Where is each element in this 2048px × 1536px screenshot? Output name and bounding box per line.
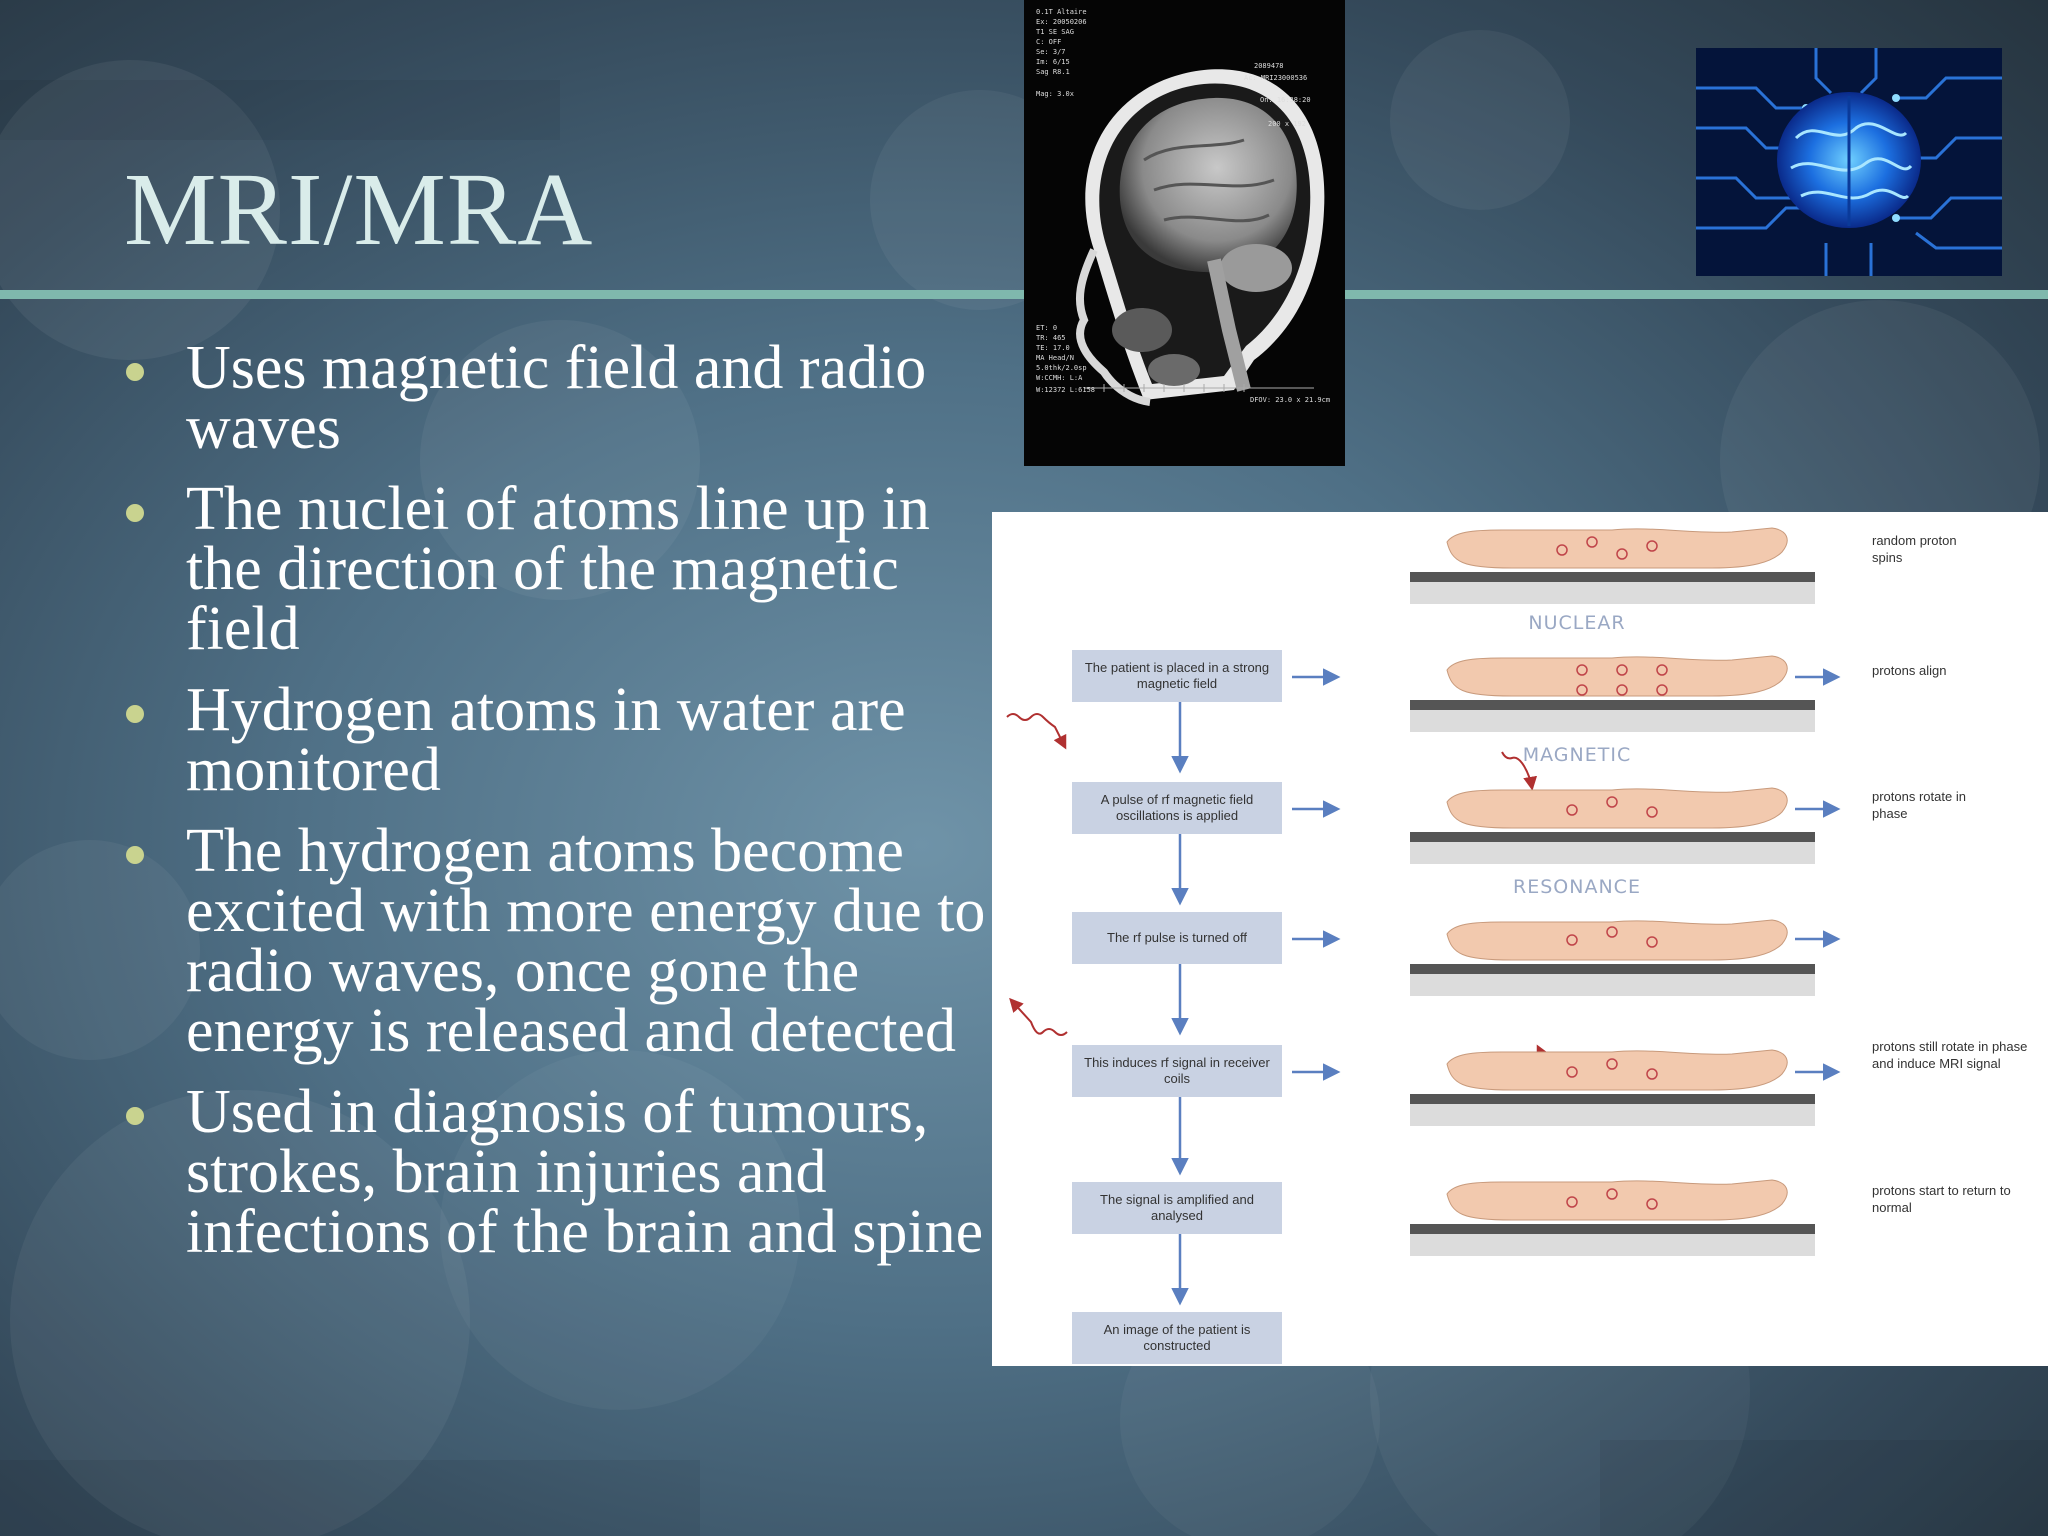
bullet-item: Uses magnetic field and radio waves [126,337,1006,459]
svg-text:Ex: 20050206: Ex: 20050206 [1036,18,1087,26]
bullet-item: Hydrogen atoms in water are monitored [126,679,1006,801]
svg-text:ET: 0: ET: 0 [1036,324,1057,332]
bullet-dot-icon [126,1107,144,1125]
bullet-text: Used in diagnosis of tumours, strokes, b… [186,1078,984,1266]
step-box: The signal is amplified and analysed [1072,1182,1282,1234]
step-box: This induces rf signal in receiver coils [1072,1045,1282,1097]
proton-symbols [1556,536,1668,1210]
slide-title: MRI/MRA [124,152,594,267]
bullet-item: Used in diagnosis of tumours, strokes, b… [126,1081,1006,1263]
phase-label: MAGNETIC [1522,744,1632,766]
diagram-note: protons still rotate in phase and induce… [1872,1039,2028,1071]
diagram-note: protons rotate in phase [1872,789,1966,821]
step-box: The patient is placed in a strong magnet… [1072,650,1282,702]
bullet-text: Hydrogen atoms in water are monitored [186,676,906,804]
svg-text:2089478: 2089478 [1254,62,1284,70]
svg-text:TE: 17.0: TE: 17.0 [1036,344,1070,352]
svg-text:W:CCMH: L:A: W:CCMH: L:A [1036,374,1083,382]
bullet-dot-icon [126,846,144,864]
diagram-note: protons align [1872,663,1947,678]
bullet-text: The hydrogen atoms become excited with m… [186,817,986,1065]
mri-scan-image: 0.1T Altaire Ex: 20050206 T1 SE SAG C: O… [1024,0,1345,466]
rf-wave-arrows [1006,713,1583,1090]
svg-text:On: 16:38:20: On: 16:38:20 [1260,96,1311,104]
bullet-dot-icon [126,705,144,723]
diagram-graphics [1006,527,1841,1306]
svg-text:5.0thk/2.0sp: 5.0thk/2.0sp [1036,364,1087,372]
patient-table-rows [1410,527,1815,1256]
bullet-dot-icon [126,363,144,381]
svg-text:200 x 192: 200 x 192 [1268,120,1306,128]
svg-text:Im: 6/15: Im: 6/15 [1036,58,1070,66]
mri-footer-text: ET: 0 TR: 465 TE: 17.0 MA Head/N 5.0thk/… [1036,324,1330,404]
mri-header-text: 0.1T Altaire Ex: 20050206 T1 SE SAG C: O… [1036,8,1087,98]
svg-text:TR: 465: TR: 465 [1036,334,1066,342]
svg-text:W:12372 L:6158: W:12372 L:6158 [1036,386,1095,394]
svg-text:DFOV: 23.0 x 21.9cm: DFOV: 23.0 x 21.9cm [1250,396,1330,404]
svg-text:0.1T Altaire: 0.1T Altaire [1036,8,1087,16]
bullet-list: Uses magnetic field and radio waves The … [126,337,1006,1283]
phase-label: RESONANCE [1513,876,1641,898]
bullet-dot-icon [126,504,144,522]
mri-right-text: 2089478 Ac: MRI23000536 On: 16:38:20 200… [1244,62,1311,128]
diagram-note: protons start to return to normal [1872,1183,2011,1215]
bullet-item: The hydrogen atoms become excited with m… [126,820,1006,1062]
svg-text:Sag R8.1: Sag R8.1 [1036,68,1070,76]
svg-text:Se: 3/7: Se: 3/7 [1036,48,1066,56]
bullet-item: The nuclei of atoms line up in the direc… [126,478,1006,660]
svg-text:Mag: 3.0x: Mag: 3.0x [1036,90,1074,98]
svg-text:Ac: MRI23000536: Ac: MRI23000536 [1244,74,1307,82]
svg-text:C: OFF: C: OFF [1036,38,1061,46]
bullet-text: The nuclei of atoms line up in the direc… [186,475,930,663]
step-box: A pulse of rf magnetic field oscillation… [1072,782,1282,834]
svg-text:T1 SE SAG: T1 SE SAG [1036,28,1074,36]
svg-text:MA Head/N: MA Head/N [1036,354,1074,362]
bullet-text: Uses magnetic field and radio waves [186,334,927,462]
side-arrows [1292,668,1841,1081]
step-box: An image of the patient is constructed [1072,1312,1282,1364]
mri-process-diagram: The patient is placed in a strong magnet… [992,512,2048,1366]
step-box: The rf pulse is turned off [1072,912,1282,964]
diagram-note: random proton spins [1872,533,1957,565]
brain-circuit-image [1696,48,2002,276]
phase-label: NUCLEAR [1528,612,1626,634]
